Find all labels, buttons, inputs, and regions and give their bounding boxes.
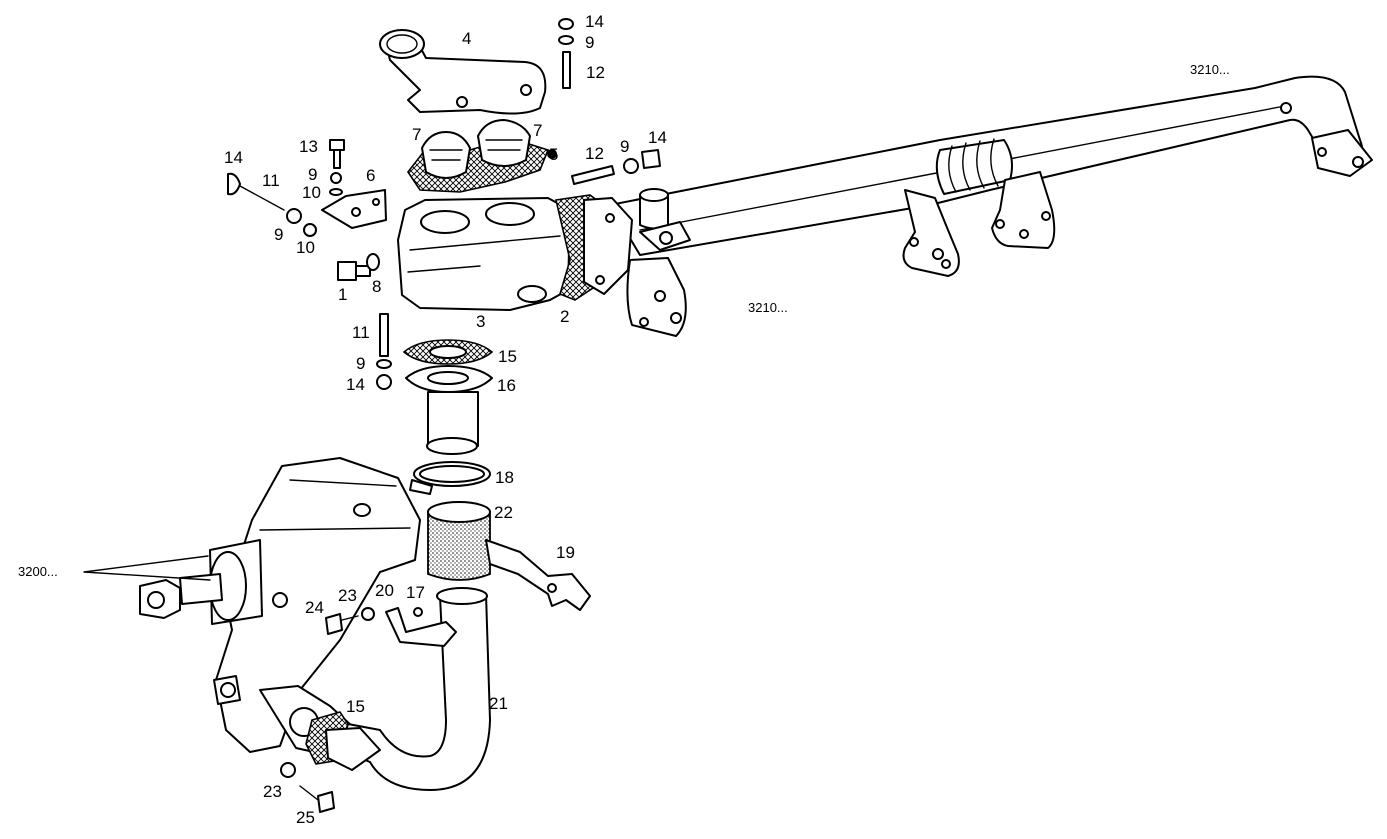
label-part-14-top: 14: [585, 12, 604, 31]
label-part-1: 1: [338, 285, 347, 304]
reference-3210-top: 3210...: [1190, 62, 1230, 77]
label-part-14-left: 14: [224, 148, 243, 167]
label-part-9-top: 9: [585, 33, 594, 52]
label-part-5: 5: [549, 145, 558, 164]
label-part-19: 19: [556, 543, 575, 562]
bracket-and-fasteners: [227, 18, 661, 281]
label-part-9-lower: 9: [356, 354, 365, 373]
label-part-24: 24: [305, 598, 324, 617]
label-part-17: 17: [406, 583, 425, 602]
label-part-13: 13: [299, 137, 318, 156]
water-manifold-pipe: [609, 75, 1373, 337]
connector-tube-stack: [376, 313, 494, 495]
thermostats-and-gasket: [407, 119, 557, 193]
leader-lines: [83, 555, 211, 581]
label-part-20: 20: [375, 581, 394, 600]
label-part-4: 4: [462, 29, 471, 48]
label-part-10-lower: 10: [296, 238, 315, 257]
label-part-23-upper: 23: [338, 586, 357, 605]
label-part-16: 16: [497, 376, 516, 395]
label-part-14-lower: 14: [346, 375, 365, 394]
label-part-3: 3: [476, 312, 485, 331]
label-part-10-upper: 10: [302, 183, 321, 202]
label-part-15-upper: 15: [498, 347, 517, 366]
thermostat-housing: [397, 194, 633, 311]
label-part-22: 22: [494, 503, 513, 522]
label-part-12-right: 12: [585, 144, 604, 163]
label-part-9-left-lower: 9: [274, 225, 283, 244]
label-part-18: 18: [495, 468, 514, 487]
label-part-14-right: 14: [648, 128, 667, 147]
reference-3200: 3200...: [18, 564, 58, 579]
label-part-12-top: 12: [586, 63, 605, 82]
label-part-21: 21: [489, 694, 508, 713]
label-part-7-left: 7: [412, 125, 421, 144]
label-part-23-lower: 23: [263, 782, 282, 801]
bent-water-pipe: [325, 587, 491, 791]
label-part-9-left-upper: 9: [308, 165, 317, 184]
label-part-11-lower: 11: [352, 323, 370, 342]
part-number-labels: 4 14 9 12 7 7 5 12 9 14 13 14 9 6 11 10 …: [18, 12, 1230, 827]
label-part-9-right: 9: [620, 137, 629, 156]
label-part-15-lower: 15: [346, 697, 365, 716]
label-part-8: 8: [372, 277, 381, 296]
label-part-7-right: 7: [533, 121, 542, 140]
thermostat-cover: [379, 29, 547, 115]
label-part-11-left: 11: [262, 171, 280, 190]
label-part-6: 6: [366, 166, 375, 185]
reference-3210-middle: 3210...: [748, 300, 788, 315]
hose-and-clip: [427, 501, 591, 611]
label-part-25: 25: [296, 808, 315, 827]
label-part-2: 2: [560, 307, 569, 326]
